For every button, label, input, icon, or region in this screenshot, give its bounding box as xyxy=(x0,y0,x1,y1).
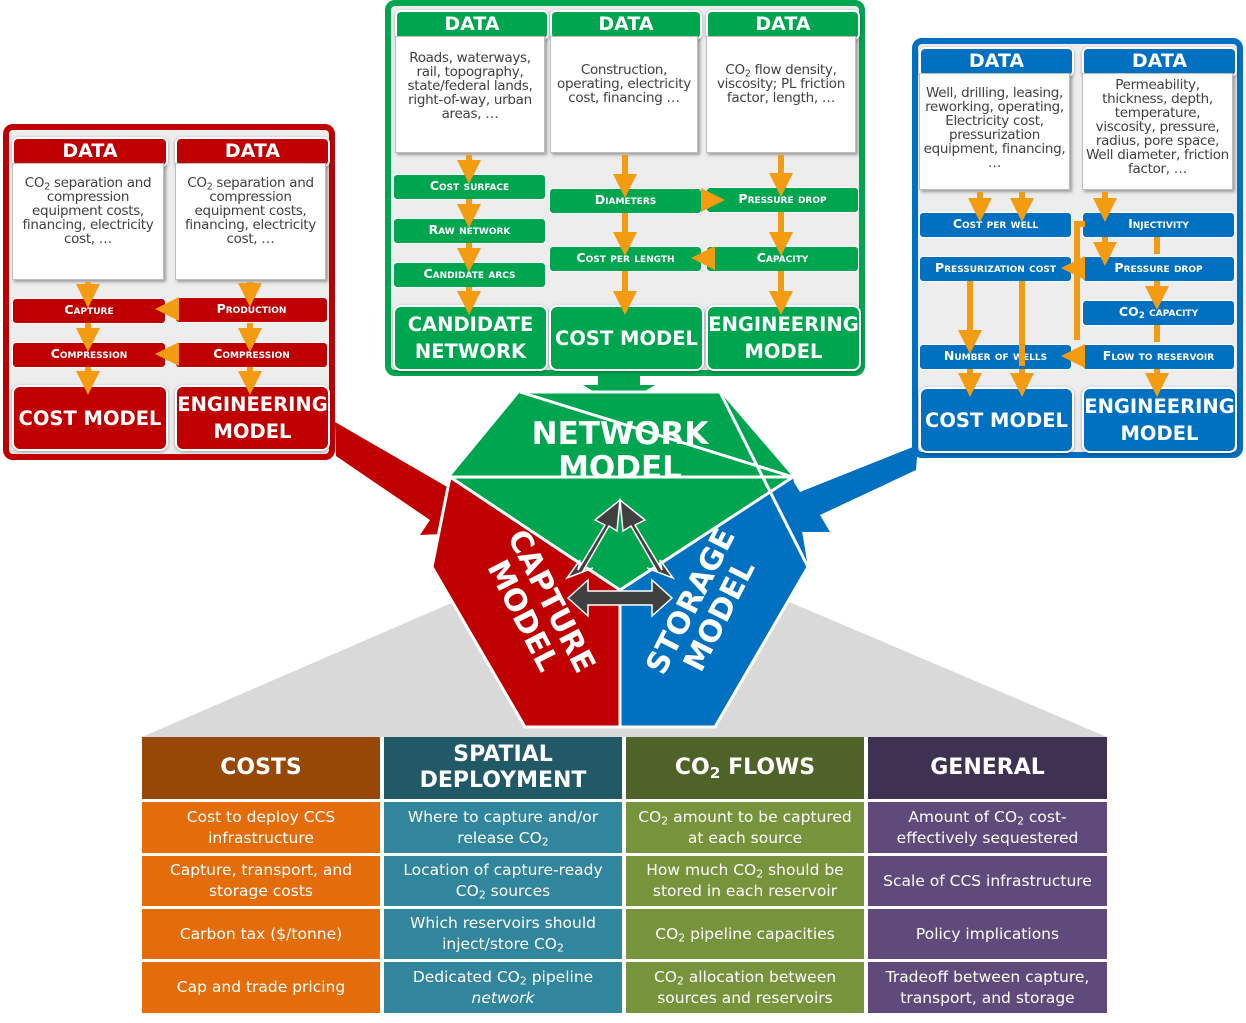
rich-text: Location of capture-ready CO2 sources xyxy=(403,861,603,902)
rich-text: GENERAL xyxy=(930,755,1045,780)
rich-text: Cap and trade pricing xyxy=(176,978,346,996)
rich-text: CO2 FLOWS xyxy=(674,755,816,782)
rich-text: SPATIAL DEPLOYMENT xyxy=(419,742,587,793)
cost-per-well-step: Cost per well xyxy=(919,212,1072,238)
table-cell-flows: CO2 amount to be captured at each source xyxy=(626,802,864,853)
network-pressure-drop-step: Pressure drop xyxy=(706,187,859,213)
rich-text: Roads, waterways, rail, topography, stat… xyxy=(407,50,533,122)
rich-text: Amount of CO2 cost-effectively sequester… xyxy=(896,807,1079,847)
number-of-wells-step: Number of wells xyxy=(919,344,1072,370)
cost-per-length-step: Cost per length xyxy=(549,246,702,272)
flow-to-reservoir-step: Flow to reservoir xyxy=(1082,344,1235,370)
capture-engineering-model: ENGINEERING MODEL xyxy=(175,385,330,451)
storage-data-box-2: Permeability, thickness, depth, temperat… xyxy=(1082,73,1233,190)
network-data-box-2: Construction, operating, electricity cos… xyxy=(550,36,698,153)
compression-step-left: Compression xyxy=(12,342,166,368)
network-model-label-2: MODEL xyxy=(558,450,682,486)
rich-text: Where to capture and/or release CO2 xyxy=(407,807,599,849)
table-cell-flows: CO2 pipeline capacities xyxy=(626,909,864,959)
rich-text: CO2 amount to be captured at each source xyxy=(638,807,852,847)
rich-text: CO2 separation and compression equipment… xyxy=(22,175,154,247)
rich-text: Which reservoirs should inject/store CO2 xyxy=(410,914,596,955)
co2-flows-header: CO2 FLOWS xyxy=(626,737,864,799)
rich-text: Tradeoff between capture, transport, and… xyxy=(885,967,1090,1007)
candidate-network-model: CANDIDATE NETWORK xyxy=(393,305,548,371)
rich-text: COSTS xyxy=(220,755,302,780)
storage-feed-arrow xyxy=(765,445,918,532)
network-data-box-3: CO2 flow density, viscosity; PL friction… xyxy=(706,36,856,153)
center-pentagon xyxy=(430,390,810,729)
rich-text: CO2 allocation between sources and reser… xyxy=(653,967,837,1007)
storage-sector xyxy=(620,477,808,727)
table-cell-general: Amount of CO2 cost-effectively sequester… xyxy=(868,802,1107,853)
table-cell-general: Policy implications xyxy=(868,909,1107,959)
table-cell-general: Scale of CCS infrastructure xyxy=(868,856,1107,906)
network-data-header-2: DATA xyxy=(550,10,702,40)
cost-surface-step: Cost surface xyxy=(393,174,546,200)
rich-text: Construction, operating, electricity cos… xyxy=(557,62,691,106)
rich-text: Policy implications xyxy=(915,924,1060,943)
costs-header: COSTS xyxy=(142,737,380,799)
capture-sector xyxy=(432,477,620,727)
table-cell-costs: Carbon tax ($/tonne) xyxy=(142,909,380,959)
rich-text: Permeability, thickness, depth, temperat… xyxy=(1086,77,1229,177)
capture-cost-model: COST MODEL xyxy=(12,385,168,451)
rich-text: CO2 separation and compression equipment… xyxy=(184,175,316,247)
rich-text: CO2 pipeline capacities xyxy=(655,924,835,945)
rich-text: Dedicated CO2 pipeline network xyxy=(412,967,594,1007)
rich-text: Well, drilling, leasing, reworking, oper… xyxy=(923,85,1066,171)
storage-data-header-1: DATA xyxy=(919,47,1074,77)
rich-text: How much CO2 should be stored in each re… xyxy=(646,861,844,900)
network-data-box-1: Roads, waterways, rail, topography, stat… xyxy=(395,36,545,153)
storage-data-box-1: Well, drilling, leasing, reworking, oper… xyxy=(919,73,1070,190)
injectivity-step: Injectivity xyxy=(1082,212,1235,238)
table-cell-flows: CO2 allocation between sources and reser… xyxy=(626,962,864,1013)
table-cell-spatial: Dedicated CO2 pipeline network xyxy=(384,962,622,1013)
co2-capacity-subscript: 2 xyxy=(1138,311,1145,322)
capture-data-header-2: DATA xyxy=(175,137,330,167)
capture-data-box-2: CO2 separation and compression equipment… xyxy=(175,163,326,280)
rich-text: Carbon tax ($/tonne) xyxy=(179,924,343,943)
table-cell-costs: Cap and trade pricing xyxy=(142,962,380,1013)
raw-network-step: Raw network xyxy=(393,218,546,244)
pressurization-cost-step: Pressurization cost xyxy=(919,256,1072,282)
table-cell-costs: Cost to deploy CCS infrastructure xyxy=(142,802,380,853)
storage-cost-model: COST MODEL xyxy=(919,387,1074,453)
network-model-label-1: NETWORK xyxy=(532,416,710,452)
co2-capacity-step: CO2 capacity xyxy=(1082,300,1235,326)
network-sector xyxy=(450,392,793,590)
table-cell-spatial: Location of capture-ready CO2 sources xyxy=(384,856,622,906)
candidate-arcs-step: Candidate arcs xyxy=(393,262,546,288)
network-cost-model: COST MODEL xyxy=(549,305,704,371)
network-capacity-step: Capacity xyxy=(706,246,859,272)
co2-capacity-text: CO xyxy=(1118,304,1139,319)
table-cell-flows: How much CO2 should be stored in each re… xyxy=(626,856,864,906)
production-step: Production xyxy=(175,297,328,323)
general-header: GENERAL xyxy=(868,737,1107,799)
rich-text: Scale of CCS infrastructure xyxy=(883,871,1092,890)
rich-text: Cost to deploy CCS infrastructure xyxy=(186,807,336,847)
storage-engineering-model: ENGINEERING MODEL xyxy=(1082,387,1237,453)
rich-text: CO2 flow density, viscosity; PL friction… xyxy=(716,62,846,106)
diameters-step: Diameters xyxy=(549,188,702,214)
capture-data-box-1: CO2 separation and compression equipment… xyxy=(12,163,164,280)
co2-capacity-suffix: capacity xyxy=(1144,304,1199,319)
table-cell-spatial: Where to capture and/or release CO2 xyxy=(384,802,622,853)
compression-step-right: Compression xyxy=(175,342,328,368)
storage-pressure-drop-step: Pressure drop xyxy=(1082,256,1235,282)
spatial-deployment-header: SPATIAL DEPLOYMENT xyxy=(384,737,622,799)
storage-data-header-2: DATA xyxy=(1082,47,1237,77)
network-engineering-model: ENGINEERING MODEL xyxy=(706,305,861,371)
capture-step: Capture xyxy=(12,298,166,324)
rich-text: Capture, transport, and storage costs xyxy=(169,861,353,900)
table-cell-spatial: Which reservoirs should inject/store CO2 xyxy=(384,909,622,959)
network-data-header-3: DATA xyxy=(706,10,860,40)
table-cell-general: Tradeoff between capture, transport, and… xyxy=(868,962,1107,1013)
center-double-arrows xyxy=(564,498,676,618)
table-cell-costs: Capture, transport, and storage costs xyxy=(142,856,380,906)
